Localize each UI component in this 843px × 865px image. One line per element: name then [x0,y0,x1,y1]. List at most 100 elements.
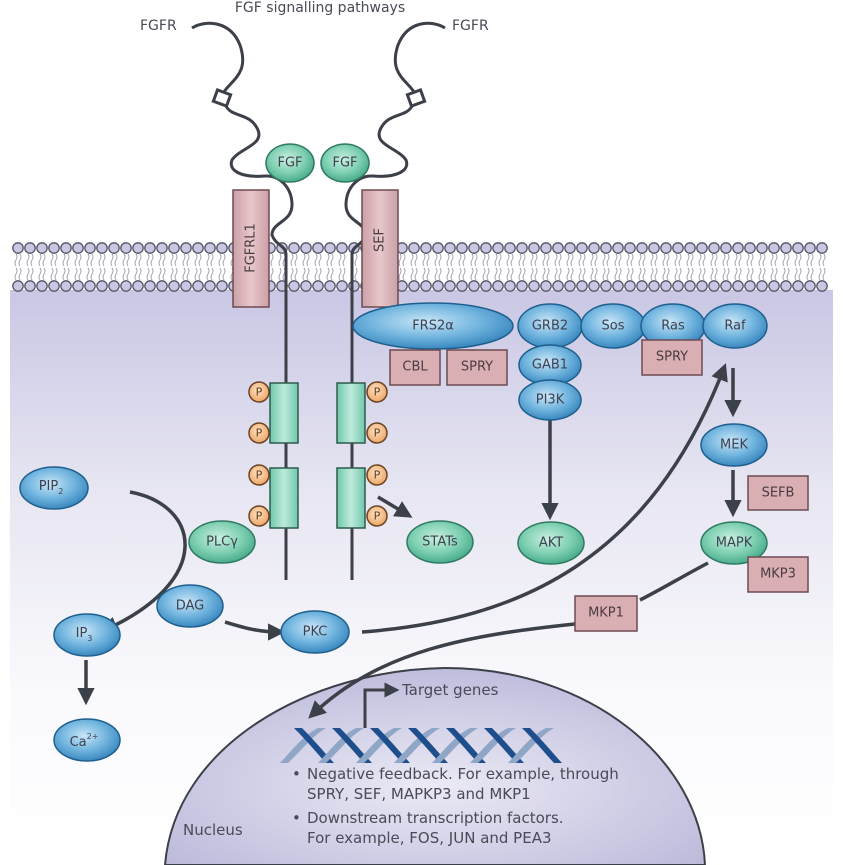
lipid-head [24,280,36,292]
lipid-head [552,280,564,292]
lipid-tail [426,253,430,281]
lipid-tail [42,253,46,281]
lipid-tail [698,253,702,281]
lipid-tail [606,253,610,281]
nucleus-notes: • Negative feedback. For example, throug… [292,765,619,847]
svg-text:FRS2α: FRS2α [412,319,454,334]
lipid-tail [482,253,486,281]
lipid-tail [738,253,742,281]
lipid-tail [806,253,810,281]
lipid-head [12,242,24,254]
lipid-tail [818,253,822,281]
lipid-head [468,242,480,254]
dna-strand-light [470,728,516,763]
lipid-tail [218,253,222,281]
lipid-head [732,280,744,292]
lipid-tail [650,253,654,281]
lipid-tail [114,253,118,281]
lipid-head [780,280,792,292]
lipid-head [624,280,636,292]
lipid-head [696,280,708,292]
lipid-tail [662,253,666,281]
mkp1-box: MKP1 [574,595,638,632]
dna-strand-light [432,728,478,763]
lipid-head [300,280,312,292]
plcg-protein: PLCγ [188,520,256,564]
svg-text:P: P [374,469,381,482]
lipid-head [780,242,792,254]
svg-text:SPRY, SEF, MAPKP3 and MKP1: SPRY, SEF, MAPKP3 and MKP1 [307,785,531,803]
lipid-tail [294,253,298,281]
lipid-head [624,242,636,254]
lipid-head [504,280,516,292]
svg-text:GAB1: GAB1 [532,358,568,373]
lipid-tail [762,253,766,281]
lipid-head [600,280,612,292]
lipid-tail [186,253,190,281]
lipid-tail [102,253,106,281]
lipid-head [480,280,492,292]
lipid-head [36,280,48,292]
lipid-tail [590,253,594,281]
dna-strand-dark [408,728,448,763]
phosphate-group: P [366,381,388,403]
gab1-protein: GAB1 [518,344,582,386]
lipid-tail [458,253,462,281]
lipid-head [708,280,720,292]
lipid-head [336,242,348,254]
lipid-head [564,242,576,254]
lipid-head [288,280,300,292]
lipid-head [432,280,444,292]
lipid-head [756,280,768,292]
svg-text:PIP2: PIP2 [39,479,64,496]
svg-text:SEF: SEF [373,228,388,252]
mapk-protein: MAPK [700,521,768,565]
svg-text:STATs: STATs [422,535,458,550]
lipid-head [612,280,624,292]
lipid-tail [714,253,718,281]
lipid-tail [734,253,738,281]
lipid-head [816,242,828,254]
lipid-tail [594,253,598,281]
grb2-protein: GRB2 [517,303,583,349]
lipid-head [768,280,780,292]
arrow-mkp1-to-dna [308,622,576,719]
lipid-tail [198,253,202,281]
spry-box-frs2: SPRY [446,349,508,386]
lipid-tail [402,253,406,281]
svg-text:P: P [256,386,263,399]
lipid-tail [270,253,274,281]
lipid-head [564,280,576,292]
lipid-tail [182,253,186,281]
mek-protein: MEK [700,423,768,467]
lipid-head [648,242,660,254]
lipid-head [324,242,336,254]
arrow-pip2-to-ip3 [100,490,187,633]
lipid-tail [138,253,142,281]
lipid-head [528,242,540,254]
svg-text:MEK: MEK [720,438,748,453]
ip3-molecule: IP3 [53,613,121,657]
svg-text:P: P [256,427,263,440]
dna-strand-dark [332,728,372,763]
lipid-tail [794,253,798,281]
lipid-tail [450,253,454,281]
kinase-domains [269,382,366,529]
lipid-head [204,242,216,254]
lipid-head [12,280,24,292]
svg-text:SEFB: SEFB [762,486,795,501]
lipid-tail [50,253,54,281]
lipid-head [792,242,804,254]
lipid-head [168,242,180,254]
lipid-tail [278,253,282,281]
svg-text:P: P [374,427,381,440]
arrow-to-stats [377,495,413,518]
lipid-tail [470,253,474,281]
svg-text:PKC: PKC [303,625,328,640]
svg-text:IP3: IP3 [76,626,93,643]
lipid-tail [618,253,622,281]
lipid-head [720,242,732,254]
arrow-dag-to-pkc [224,620,286,641]
phosphate-group: P [366,505,388,527]
